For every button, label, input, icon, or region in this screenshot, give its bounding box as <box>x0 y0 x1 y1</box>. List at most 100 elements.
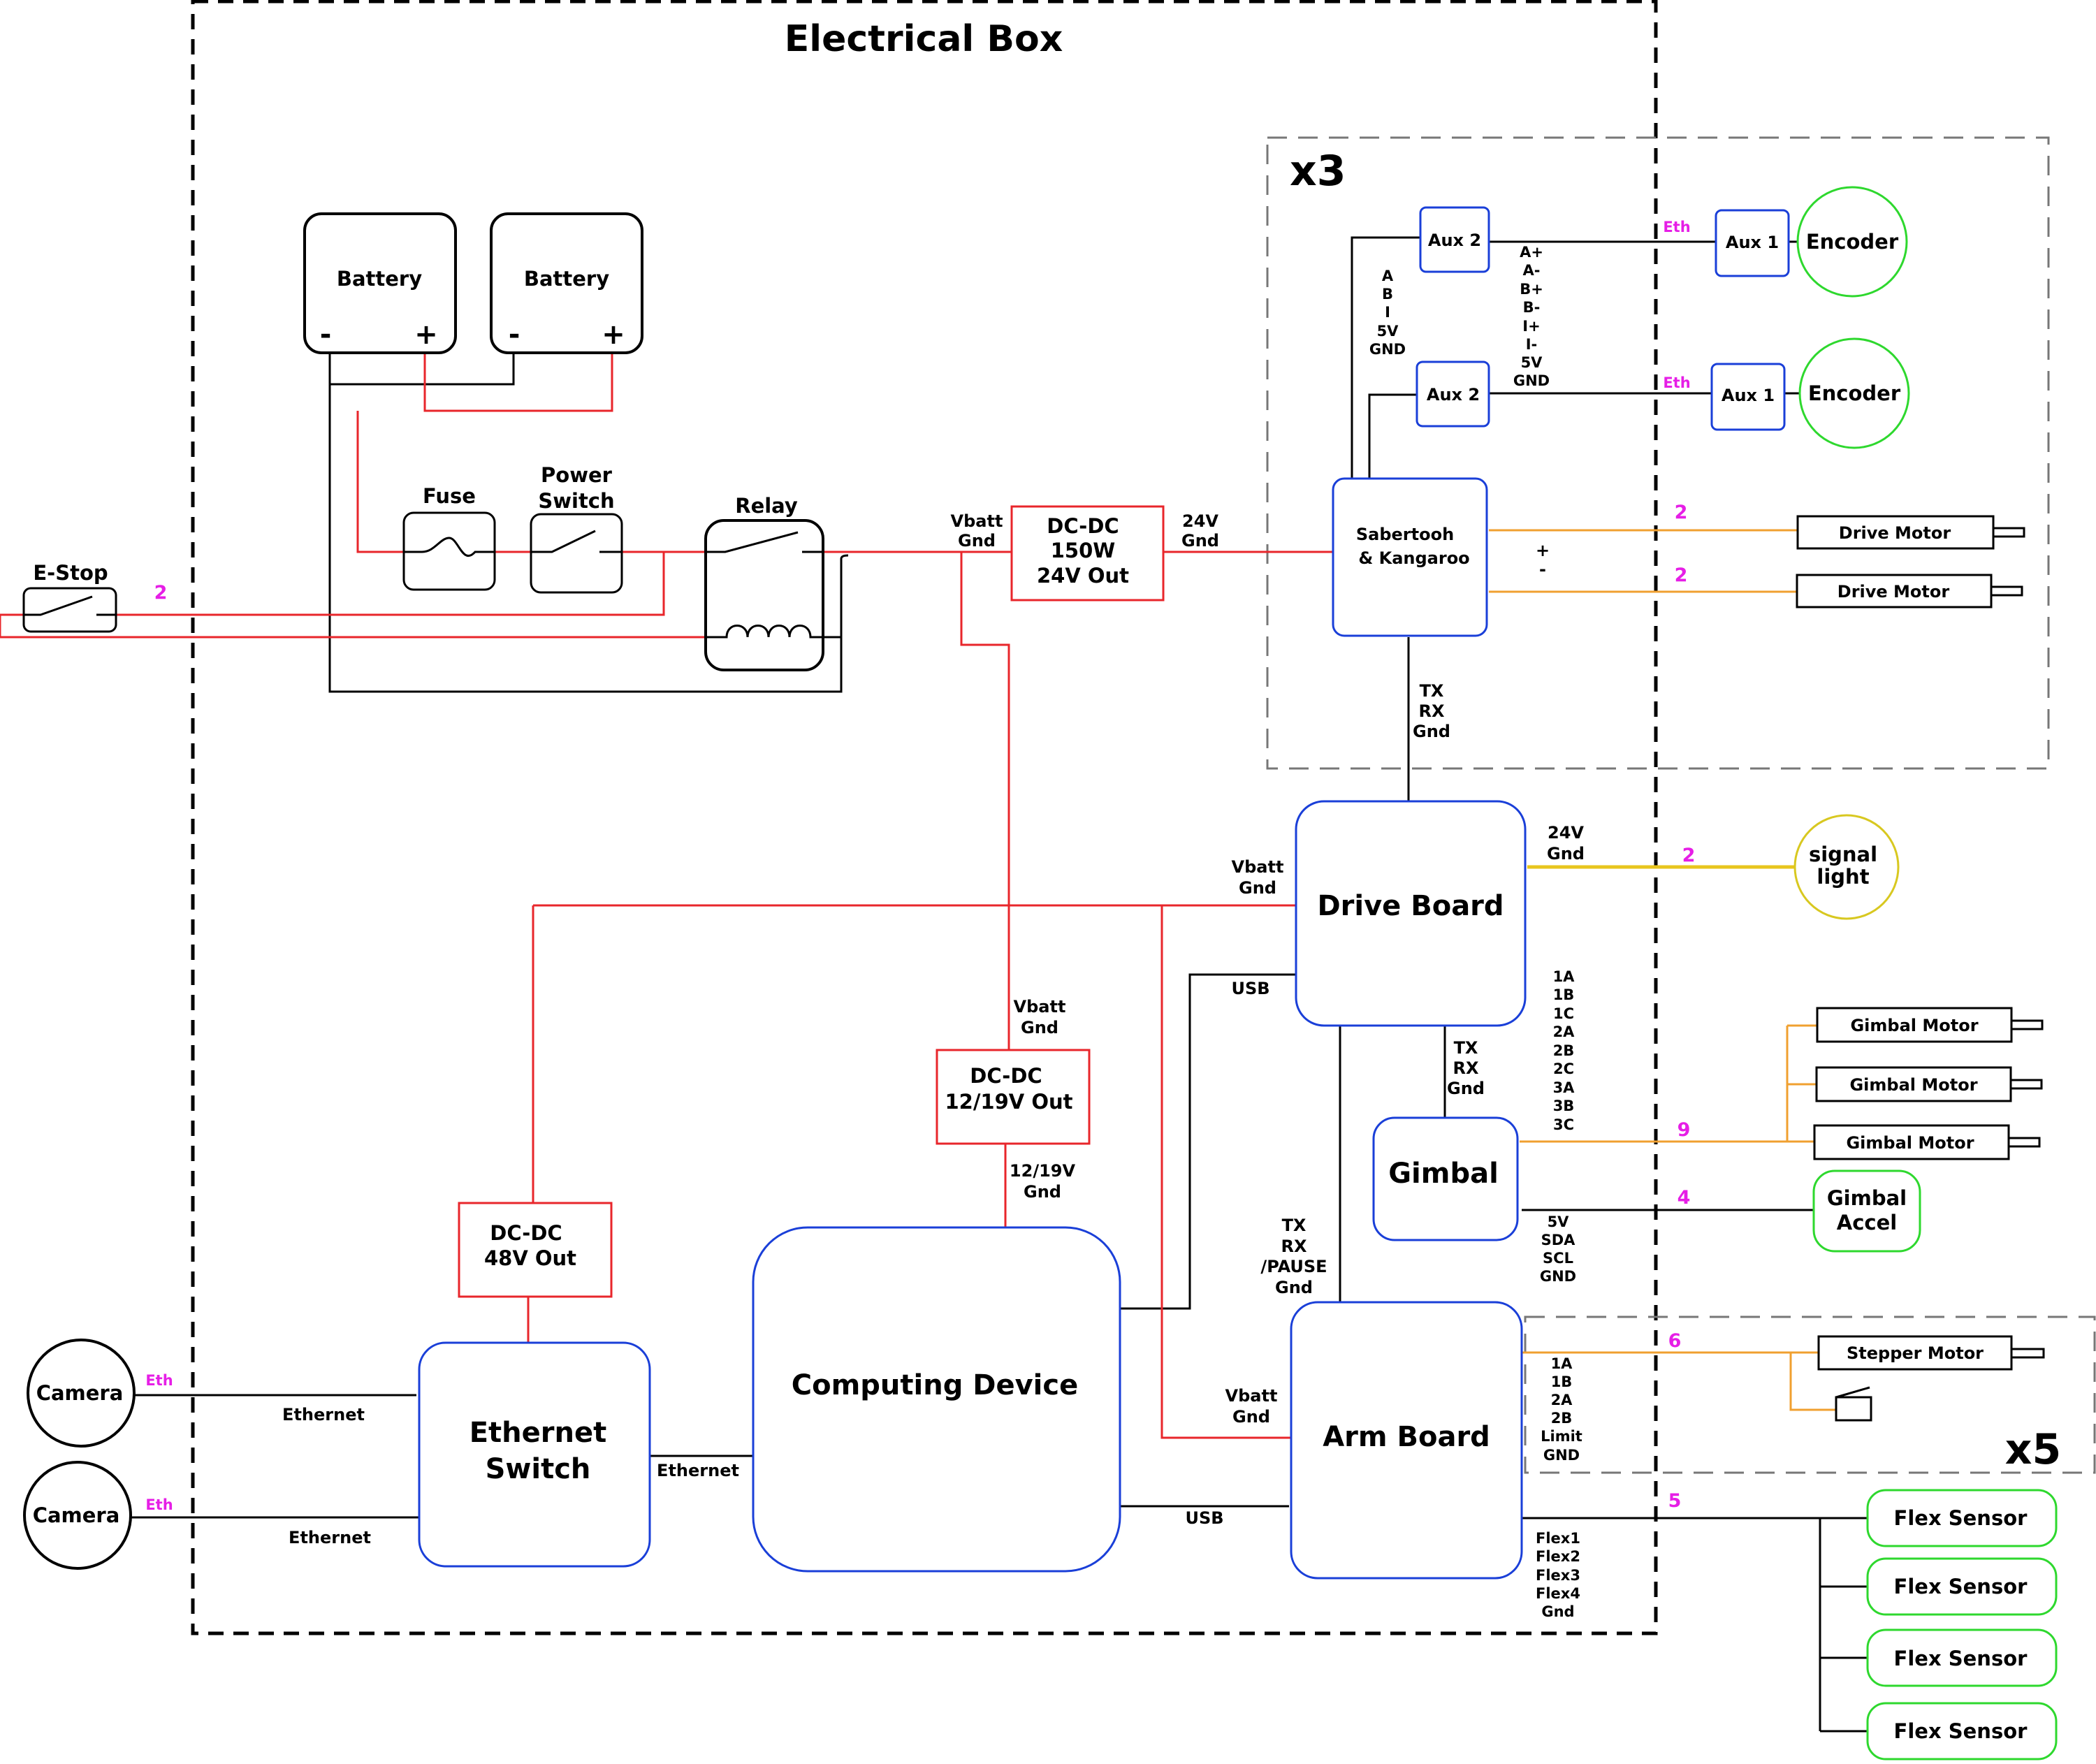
abi-pin: 5V <box>1377 323 1399 340</box>
dcdc48-label-2: 48V Out <box>484 1246 576 1270</box>
drive-board-label: Drive Board <box>1317 890 1504 922</box>
computing-device-label: Computing Device <box>792 1369 1078 1401</box>
abi-pin-labels: A B I 5V GND <box>1369 268 1406 358</box>
stepper-count: 6 <box>1668 1330 1682 1352</box>
quad-pin: GND <box>1513 372 1550 389</box>
i2c-label: SCL <box>1543 1250 1573 1267</box>
stepper-pin: 1A <box>1551 1355 1573 1372</box>
gimbal-motor-count: 9 <box>1677 1119 1691 1141</box>
i2c-label: 5V <box>1548 1213 1570 1230</box>
drive-motor-1-label: Drive Motor <box>1839 523 1951 543</box>
quad-pin: B- <box>1523 299 1541 316</box>
wire-stepper-limit <box>1789 1353 1836 1411</box>
wire-positive-to-fuse <box>356 411 404 553</box>
camera-2: Camera <box>23 1461 132 1570</box>
battery-1-minus: - <box>320 319 332 351</box>
battery-1-label: Battery <box>337 267 422 291</box>
gimbal-phase-labels: 1A 1B 1C 2A 2B 2C 3A 3B 3C <box>1553 968 1575 1133</box>
wire-bus-to-armboard <box>1160 905 1291 1439</box>
phase-label: 3B <box>1553 1098 1575 1114</box>
signal-light-count: 2 <box>1682 845 1696 866</box>
serial-label: TX <box>1454 1038 1478 1058</box>
dcdc150-in-label-1: Vbatt <box>951 511 1003 531</box>
flex-sensor-1: Flex Sensor <box>1866 1489 2058 1547</box>
drive-group-multiplier: x3 <box>1290 147 1346 196</box>
stepper-motor-label: Stepper Motor <box>1847 1343 1984 1363</box>
stepper-pin: 1B <box>1551 1373 1573 1390</box>
flex-pin: Gnd <box>1541 1603 1574 1620</box>
phase-label: 3C <box>1553 1116 1574 1133</box>
drive-motor-2-label: Drive Motor <box>1837 582 1950 602</box>
e-stop-switch-symbol <box>24 595 116 616</box>
aux1-top: Aux 1 <box>1715 209 1790 277</box>
quadrature-pin-labels: A+ A- B+ B- I+ I- 5V GND <box>1513 244 1550 389</box>
dcdc150-label-1: DC-DC <box>1047 514 1119 538</box>
wire-vbatt-down <box>960 552 1010 1050</box>
i2c-label: SDA <box>1541 1232 1576 1248</box>
serial-label: RX <box>1419 701 1445 721</box>
flex-sensor-1-label: Flex Sensor <box>1894 1506 2028 1530</box>
stepper-pin: Limit <box>1541 1428 1582 1445</box>
signal-light-label-1: signal <box>1809 843 1877 866</box>
limit-switch <box>1835 1386 1872 1422</box>
stepper-motor: Stepper Motor <box>1817 1335 2045 1371</box>
arm-group-boundary <box>1524 1315 2096 1474</box>
stepper-pin: 2A <box>1551 1392 1573 1408</box>
relay-coil-symbol <box>706 625 823 639</box>
flex-sensor-4: Flex Sensor <box>1866 1702 2058 1761</box>
signal-light-voltage-1: 24V <box>1548 823 1584 843</box>
abi-pin: A <box>1382 268 1394 284</box>
dcdc1219-out-label-1: 12/19V <box>1010 1161 1076 1181</box>
gimbal-accel-label-2: Accel <box>1837 1211 1897 1234</box>
flex-sensor-3: Flex Sensor <box>1866 1628 2058 1687</box>
arm-board-label: Arm Board <box>1323 1421 1490 1453</box>
sabertooth-label-1: Sabertooh <box>1356 525 1454 544</box>
quad-pin: I+ <box>1522 318 1540 335</box>
eth-label-encoder-1: Eth <box>1663 219 1690 235</box>
abi-pin: I <box>1385 304 1390 321</box>
signal-light: signal light <box>1793 814 1900 920</box>
wire-battery-positive <box>423 353 613 412</box>
quad-pin: B+ <box>1520 281 1543 298</box>
dcdc1219-out-label-2: Gnd <box>1024 1182 1061 1202</box>
power-switch-label-1: Power <box>541 463 613 487</box>
eth-label-encoder-2: Eth <box>1663 374 1690 391</box>
serial-label: Gnd <box>1413 722 1450 741</box>
drive-board: Drive Board <box>1295 800 1527 1027</box>
flex-sensor-4-label: Flex Sensor <box>1894 1719 2028 1743</box>
computing-device: Computing Device <box>752 1226 1121 1573</box>
motor-wires <box>1489 529 1836 1411</box>
arm-board: Arm Board <box>1290 1301 1523 1580</box>
gimbal: Gimbal <box>1372 1116 1519 1241</box>
drive-motor-2: Drive Motor <box>1796 574 2023 608</box>
flex-sensor-2-label: Flex Sensor <box>1894 1575 2028 1598</box>
arm-serial-labels: TX RX /PAUSE Gnd <box>1260 1216 1327 1297</box>
dcdc150-out-label-2: Gnd <box>1181 531 1219 551</box>
gimbal-motor-2: Gimbal Motor <box>1815 1066 2043 1102</box>
drive-board-vbatt-1: Vbatt <box>1232 857 1284 877</box>
dcdc150-in-label-2: Gnd <box>958 531 996 551</box>
arm-serial-label: Gnd <box>1275 1278 1313 1297</box>
dcdc1219-in-label-2: Gnd <box>1021 1018 1058 1037</box>
flex-count: 5 <box>1668 1490 1682 1512</box>
relay-label: Relay <box>735 494 798 518</box>
ethernet-label-computing: Ethernet <box>657 1461 739 1480</box>
wire-estop-loop-top <box>0 552 665 616</box>
abi-pin: B <box>1382 286 1393 302</box>
ethernet-switch-label-2: Switch <box>486 1453 591 1485</box>
phase-label: 2B <box>1553 1042 1575 1059</box>
i2c-label: GND <box>1540 1268 1576 1285</box>
aux2-bottom: Aux 2 <box>1415 360 1490 428</box>
sabertooth-minus: - <box>1539 560 1546 579</box>
phase-label: 1B <box>1553 986 1575 1003</box>
wire-battery-ground <box>328 353 849 693</box>
sabertooth-label-2: & Kangaroo <box>1358 548 1469 568</box>
ethernet-label-camera-2: Ethernet <box>289 1528 371 1547</box>
camera-2-label: Camera <box>33 1503 120 1527</box>
phase-label: 2C <box>1553 1060 1574 1077</box>
battery-2: Battery - + <box>490 212 643 354</box>
flex-pin-labels: Flex1 Flex2 Flex3 Flex4 Gnd <box>1536 1530 1580 1620</box>
gimbal-serial-labels: TX RX Gnd <box>1447 1038 1485 1098</box>
eth-label-camera-2: Eth <box>145 1496 173 1513</box>
